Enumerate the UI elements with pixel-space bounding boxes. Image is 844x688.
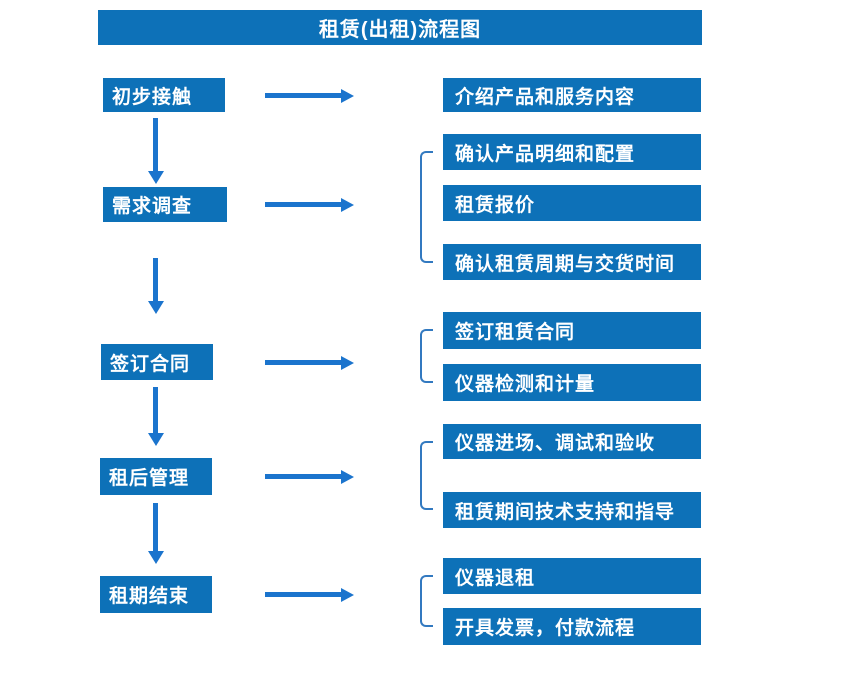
arrow-right-icon bbox=[265, 360, 341, 365]
output-box: 确认产品明细和配置 bbox=[443, 134, 701, 170]
group-bracket bbox=[420, 441, 433, 510]
output-box: 确认租赁周期与交货时间 bbox=[443, 244, 701, 280]
step-box-post-rental-management: 租后管理 bbox=[100, 458, 212, 495]
step-box-initial-contact: 初步接触 bbox=[103, 78, 225, 112]
step-box-rental-end: 租期结束 bbox=[100, 576, 212, 613]
arrow-down-icon bbox=[153, 387, 158, 433]
step-box-demand-survey: 需求调查 bbox=[103, 187, 227, 222]
flowchart-title: 租赁(出租)流程图 bbox=[318, 19, 482, 41]
output-box: 仪器检测和计量 bbox=[443, 364, 701, 401]
output-box: 租赁报价 bbox=[443, 185, 701, 221]
arrow-right-icon bbox=[265, 592, 341, 597]
arrow-down-icon bbox=[153, 503, 158, 551]
arrow-down-icon bbox=[153, 118, 158, 171]
step-box-sign-contract: 签订合同 bbox=[101, 344, 213, 380]
arrow-right-icon bbox=[265, 202, 341, 207]
group-bracket bbox=[420, 575, 433, 627]
output-box: 开具发票，付款流程 bbox=[443, 608, 701, 645]
arrow-down-icon bbox=[153, 258, 158, 301]
group-bracket bbox=[420, 151, 433, 263]
arrow-right-icon bbox=[265, 93, 341, 98]
output-box: 签订租赁合同 bbox=[443, 312, 701, 349]
output-box: 仪器退租 bbox=[443, 558, 701, 594]
flowchart-title-bar: 租赁(出租)流程图 bbox=[98, 10, 702, 45]
output-box: 仪器进场、调试和验收 bbox=[443, 424, 701, 459]
output-box: 租赁期间技术支持和指导 bbox=[443, 492, 701, 528]
group-bracket bbox=[420, 329, 433, 383]
arrow-right-icon bbox=[265, 474, 341, 479]
output-box: 介绍产品和服务内容 bbox=[443, 78, 701, 112]
